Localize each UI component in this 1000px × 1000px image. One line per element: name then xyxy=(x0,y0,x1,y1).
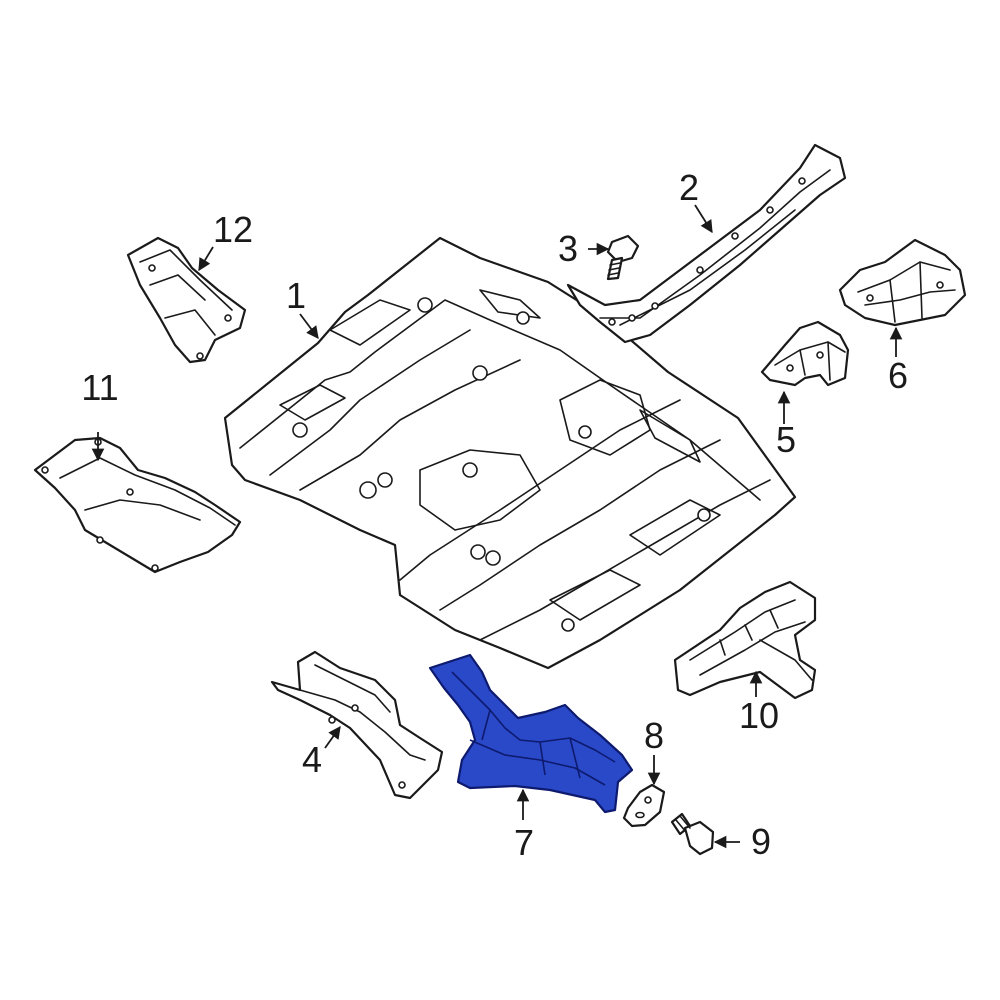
callout-7: 7 xyxy=(514,822,534,863)
callout-2: 2 xyxy=(679,167,699,208)
part-4-bracket[interactable] xyxy=(270,650,444,800)
part-1-floor-pan[interactable] xyxy=(223,236,797,670)
callout-11: 11 xyxy=(81,367,118,408)
leader-12 xyxy=(198,246,214,272)
leader-4 xyxy=(324,725,341,749)
callout-5: 5 xyxy=(776,419,796,460)
leader-2 xyxy=(694,204,713,234)
part-5-small-bracket[interactable] xyxy=(760,320,850,387)
part-10-crossmember[interactable] xyxy=(673,580,817,700)
callout-3: 3 xyxy=(558,228,578,269)
part-9-bolt[interactable] xyxy=(670,812,715,856)
callout-10: 10 xyxy=(739,695,779,736)
part-3-bolt[interactable] xyxy=(606,234,640,281)
callout-8: 8 xyxy=(644,715,664,756)
part-2-side-rail[interactable] xyxy=(566,143,847,344)
part-12-bracket[interactable] xyxy=(126,236,247,364)
part-11-panel[interactable] xyxy=(33,436,242,574)
callout-labels: 1 2 3 4 5 6 7 8 9 10 11 12 xyxy=(81,167,908,863)
part-7-brace-highlighted[interactable] xyxy=(428,653,634,814)
part-8-plate[interactable] xyxy=(622,783,666,828)
callout-1: 1 xyxy=(286,275,306,316)
callout-12: 12 xyxy=(213,209,253,250)
callout-4: 4 xyxy=(302,739,322,780)
leader-lines xyxy=(91,204,903,849)
leader-1 xyxy=(299,313,319,340)
callout-9: 9 xyxy=(751,821,771,862)
callout-6: 6 xyxy=(888,355,908,396)
part-6-mount[interactable] xyxy=(838,238,967,327)
